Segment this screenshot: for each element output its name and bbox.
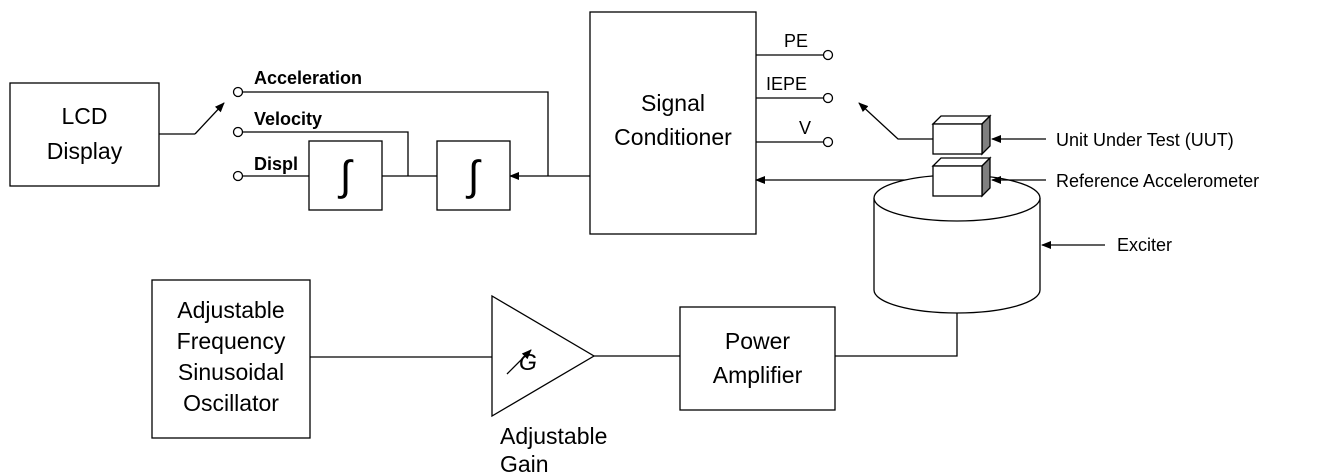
- switch-contact-acceleration: [232, 86, 244, 98]
- switch-contact-velocity: [232, 126, 244, 138]
- pe-label: PE: [784, 31, 808, 51]
- signal-conditioner-label-line-1: Signal: [641, 90, 705, 116]
- terminal-v: [822, 136, 834, 148]
- terminal-pe: [822, 49, 834, 61]
- v-label: V: [799, 118, 811, 138]
- uut-connection: [858, 102, 933, 140]
- velocity-label: Velocity: [254, 109, 322, 129]
- gain-label-line-1: Adjustable: [500, 423, 607, 449]
- integral-icon: ∫: [338, 152, 354, 199]
- reference-accelerometer: [931, 156, 992, 198]
- reference-callout: Reference Accelerometer: [1056, 171, 1259, 191]
- selector-switch: [159, 86, 244, 182]
- switch-contact-displacement: [232, 170, 244, 182]
- power-amp-label-line-2: Amplifier: [713, 362, 803, 388]
- integral-icon: ∫: [466, 152, 482, 199]
- gain-label-line-2: Gain: [500, 451, 549, 474]
- uut-callout: Unit Under Test (UUT): [1056, 130, 1234, 150]
- acceleration-label: Acceleration: [254, 68, 362, 88]
- output-terminals: [756, 49, 834, 148]
- adjustable-gain-amplifier: G: [491, 294, 596, 418]
- signal-conditioner-block: Signal Conditioner: [589, 11, 757, 235]
- integrator-2: ∫: [436, 140, 511, 211]
- signal-path-wires: [243, 91, 590, 180]
- power-amp-label-line-1: Power: [725, 328, 791, 354]
- signal-conditioner-label-line-2: Conditioner: [614, 124, 732, 150]
- oscillator-label-line-1: Adjustable: [177, 297, 284, 323]
- exciter-callout: Exciter: [1117, 235, 1172, 255]
- integrator-1: ∫: [308, 140, 383, 211]
- lcd-label-line-2: Display: [47, 138, 123, 164]
- lcd-label-line-1: LCD: [61, 103, 107, 129]
- terminal-iepe: [822, 92, 834, 104]
- iepe-label: IEPE: [766, 74, 807, 94]
- oscillator-label-line-3: Sinusoidal: [178, 359, 284, 385]
- gain-symbol: G: [519, 349, 537, 375]
- oscillator-label-line-4: Oscillator: [183, 390, 279, 416]
- exciter-shaker: [873, 174, 1041, 314]
- power-amplifier-block: Power Amplifier: [679, 306, 836, 411]
- unit-under-test: [931, 114, 992, 156]
- oscillator-block: Adjustable Frequency Sinusoidal Oscillat…: [151, 279, 311, 439]
- lcd-display-block: LCD Display: [9, 82, 160, 187]
- displacement-label: Displ: [254, 154, 298, 174]
- oscillator-label-line-2: Frequency: [177, 328, 286, 354]
